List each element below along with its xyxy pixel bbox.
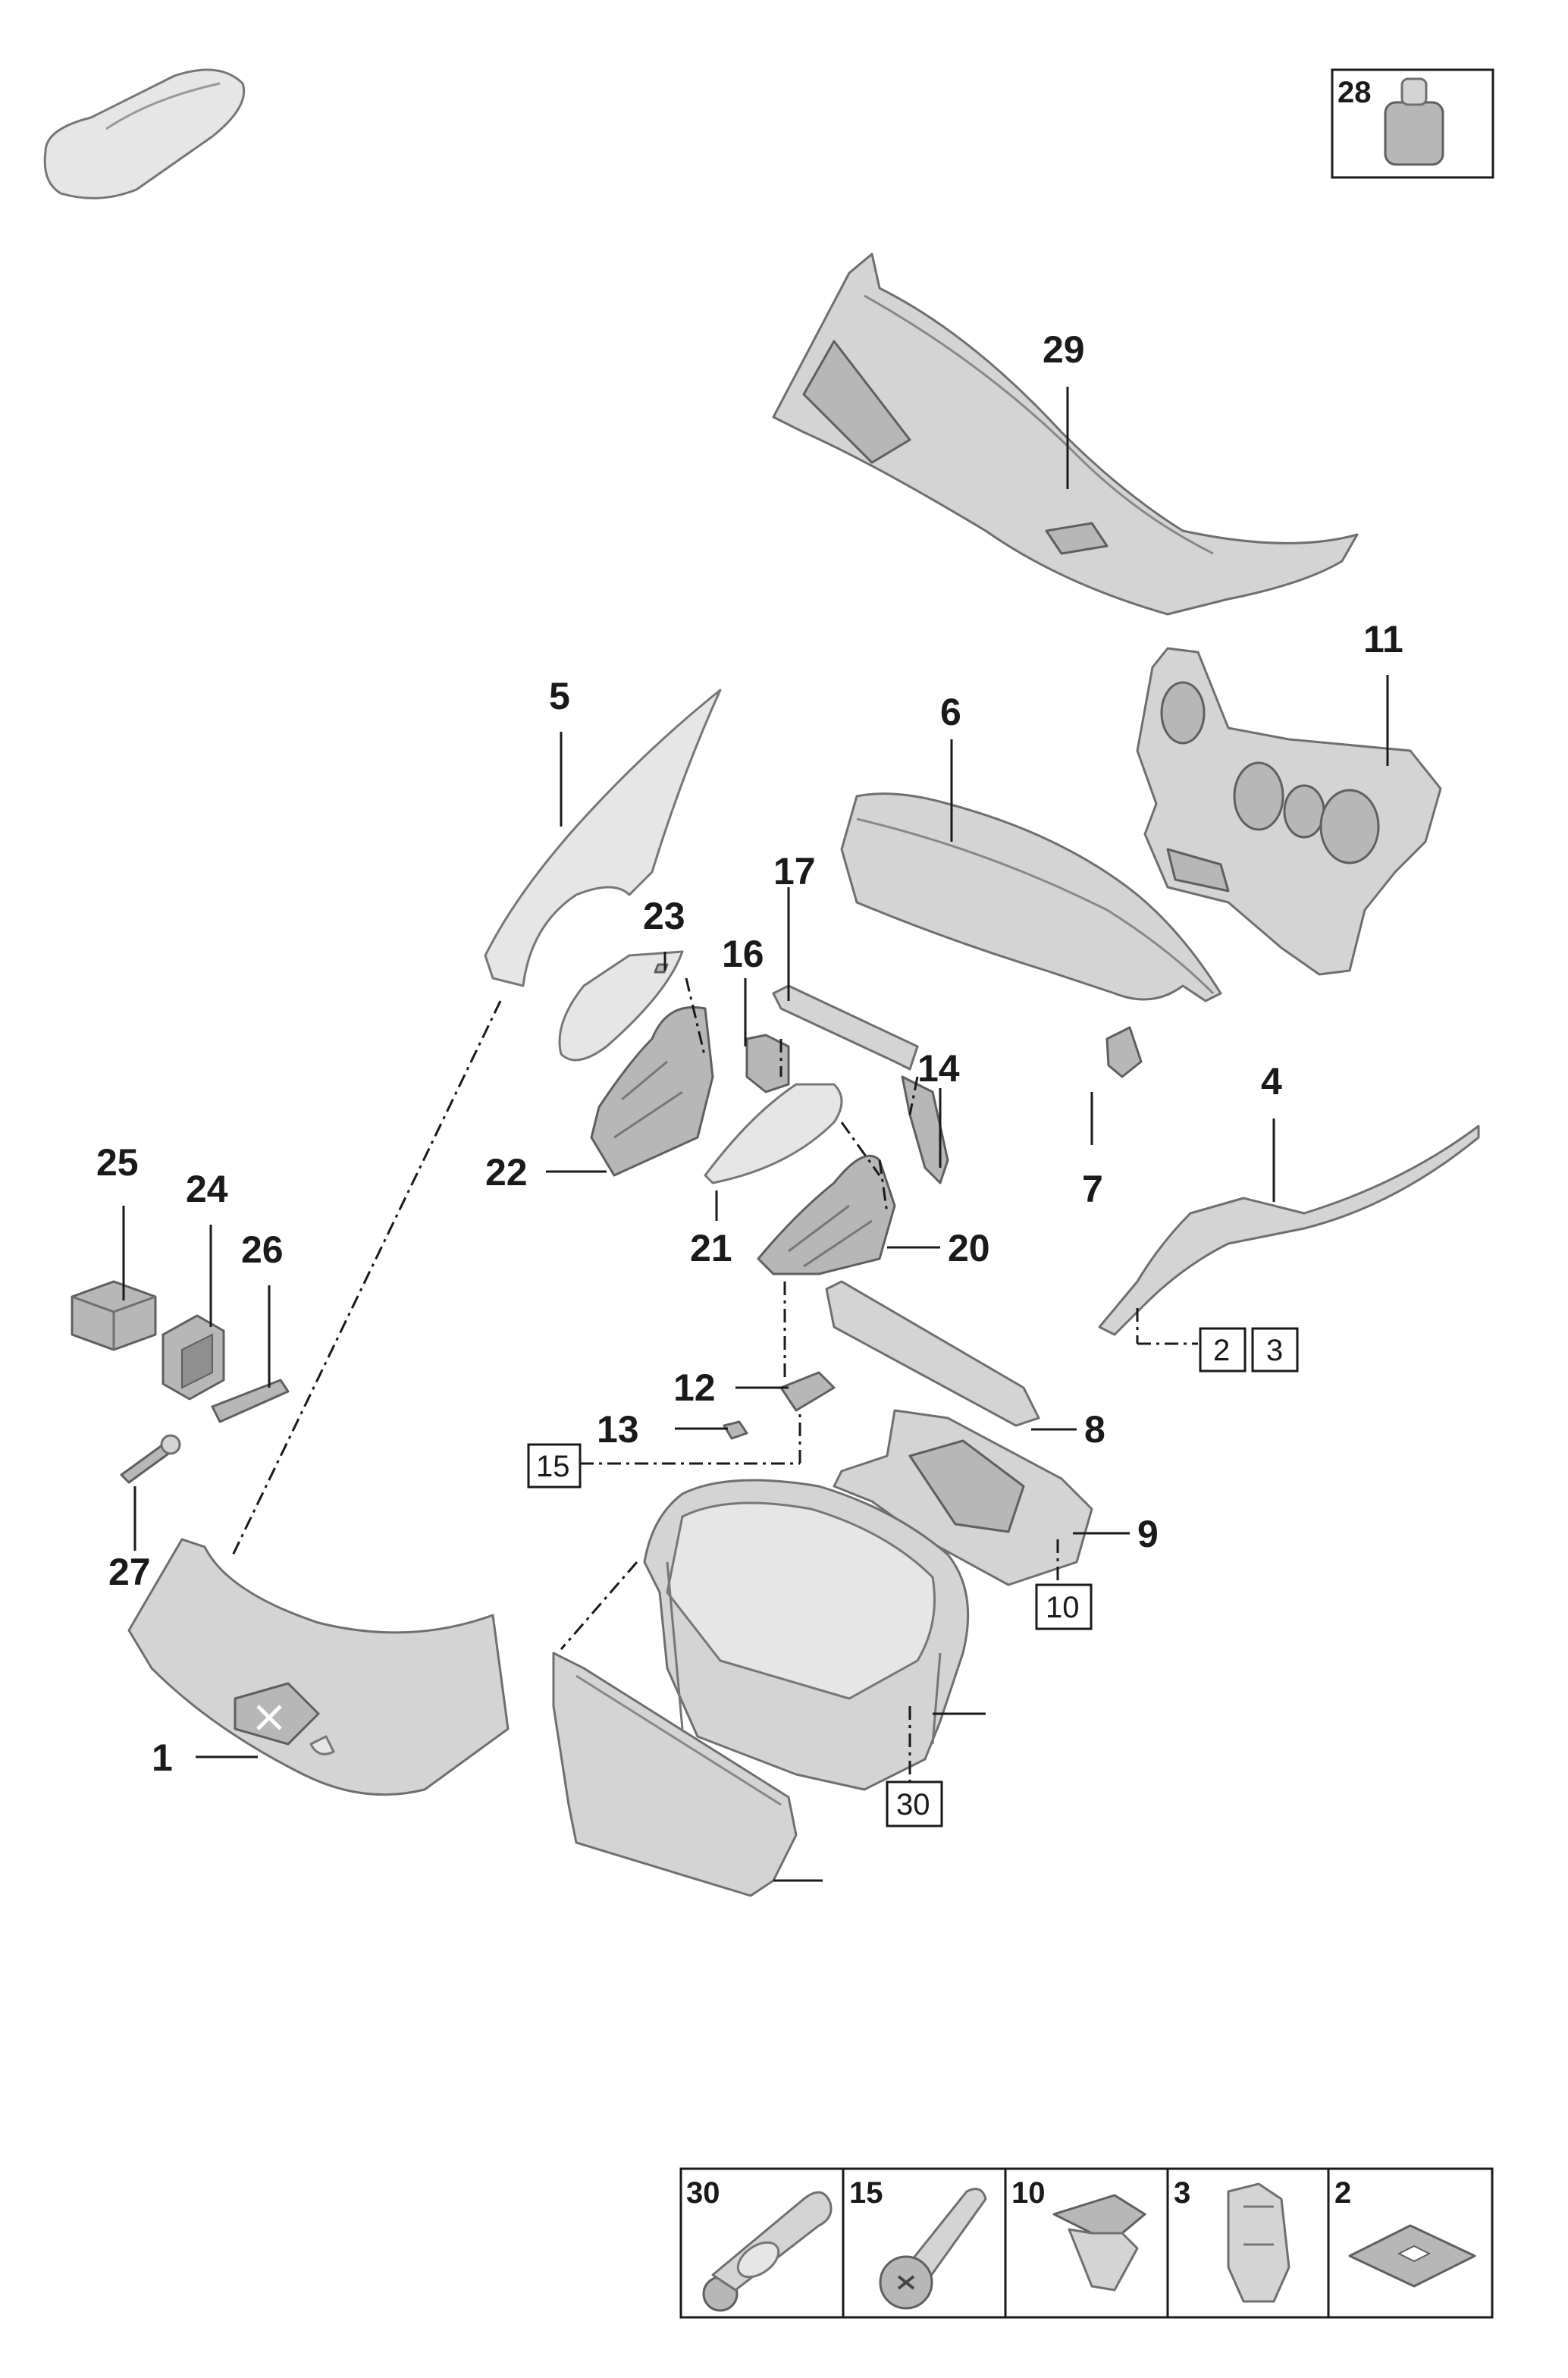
fastener-cell-30: 30	[686, 2176, 833, 2312]
part-27-bolt	[120, 1434, 181, 1484]
part-26-strip	[211, 1379, 290, 1423]
callout-6: 6	[940, 691, 961, 733]
part-29-cowl-panel	[772, 253, 1359, 616]
callout-24: 24	[186, 1168, 228, 1210]
fastener-label-2: 2	[1334, 2176, 1351, 2210]
callout-9: 9	[1137, 1513, 1159, 1555]
inset-28: 28	[1331, 68, 1494, 179]
leader-lines	[122, 387, 1389, 1882]
ball-stud-icon	[702, 2191, 833, 2312]
inset-28-label: 28	[1338, 76, 1372, 109]
fastener-label-3: 3	[1174, 2176, 1190, 2210]
part-25-block	[71, 1280, 157, 1351]
boxed-refs: 2 3 10 15 30	[527, 1327, 1299, 1827]
vehicle-thumbnail-icon	[43, 68, 246, 199]
fastener-label-15: 15	[849, 2176, 883, 2210]
part-13-front-trim	[552, 1652, 798, 1897]
part-19-bar	[772, 984, 919, 1071]
part-8-panel	[825, 1280, 1040, 1427]
callout-5: 5	[549, 675, 570, 717]
callout-17: 14	[917, 1047, 960, 1090]
callout-26: 26	[241, 1228, 284, 1271]
ref-15: 15	[536, 1450, 570, 1483]
callout-25: 25	[96, 1141, 139, 1184]
part-18-bracket	[745, 1034, 790, 1093]
callout-11: 11	[1363, 618, 1403, 660]
pad-icon	[1348, 2224, 1476, 2288]
part-4-side-trim	[1098, 1125, 1480, 1336]
callout-23: 23	[643, 895, 685, 937]
callout-19: 17	[773, 850, 816, 893]
fastener-cell-3: 3	[1174, 2176, 1290, 2303]
callout-labels: 29 11 5 6 17 23 16 14 7 4 22 21 20 25 24…	[96, 328, 1403, 1779]
callout-20: 20	[948, 1227, 990, 1269]
callout-21: 21	[690, 1227, 732, 1269]
part-21-cover	[704, 1083, 843, 1184]
part-20-bracket	[757, 1154, 896, 1275]
part-5-liner-strip	[484, 689, 722, 987]
bottle-icon	[1384, 77, 1444, 166]
fastener-strip: 30 15 10 3	[679, 2167, 1494, 2319]
ref-30: 30	[896, 1788, 930, 1821]
callout-27: 27	[108, 1551, 151, 1593]
part-9-floor-mat	[833, 1409, 1093, 1586]
part-12-trunk-tub	[643, 1479, 970, 1791]
callout-14: 12	[673, 1366, 716, 1409]
part-7-latch	[1105, 1026, 1143, 1078]
clip-icon	[1052, 2194, 1146, 2292]
part-1-rear-panel	[127, 1538, 510, 1796]
fastener-label-30: 30	[686, 2176, 720, 2210]
part-22-bracket	[590, 1005, 714, 1177]
ref-2: 2	[1213, 1334, 1230, 1367]
callout-8: 8	[1084, 1408, 1105, 1451]
callout-18: 16	[722, 933, 764, 975]
part-14-bracket	[779, 1371, 836, 1412]
callout-4: 4	[1261, 1060, 1282, 1103]
fastener-label-10: 10	[1011, 2176, 1046, 2210]
dash-dot-leaders	[230, 977, 1198, 1782]
fastener-cell-15: 15	[849, 2176, 987, 2310]
ref-3: 3	[1266, 1334, 1283, 1367]
part-24-block	[162, 1314, 225, 1401]
callout-7: 7	[1082, 1168, 1103, 1210]
callout-29: 29	[1043, 328, 1085, 371]
part-6-lid-liner	[840, 792, 1222, 1002]
ref-10: 10	[1046, 1591, 1080, 1624]
fastener-cell-10: 10	[1011, 2176, 1146, 2292]
part-11-bulkhead-insulation	[1136, 647, 1442, 976]
callout-22: 22	[485, 1151, 528, 1194]
spring-clip-icon	[1227, 2182, 1290, 2303]
callout-16: 13	[597, 1408, 639, 1451]
callout-1: 1	[152, 1736, 173, 1779]
fastener-cell-2: 2	[1334, 2176, 1476, 2288]
screw-icon	[879, 2188, 987, 2310]
part-16-clip	[723, 1420, 748, 1440]
